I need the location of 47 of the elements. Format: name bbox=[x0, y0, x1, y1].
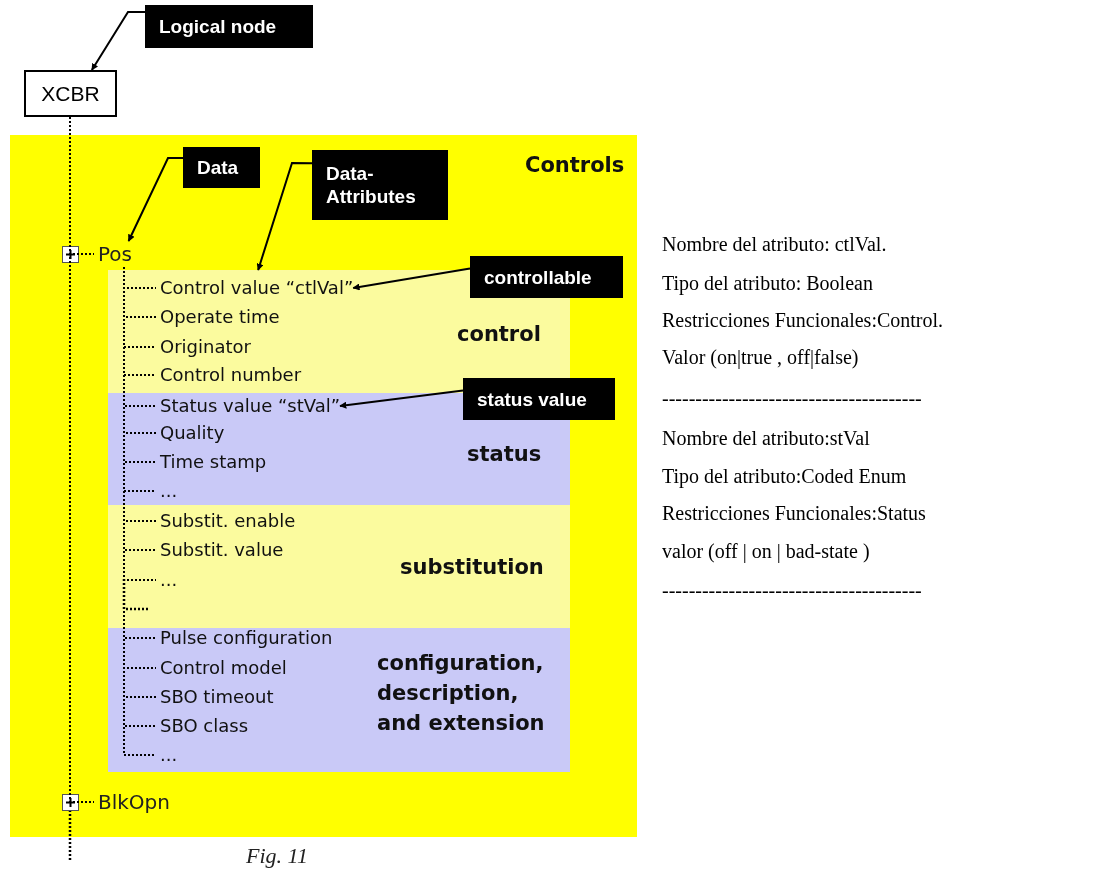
note-text: valor (off | on | bad-state ) bbox=[662, 539, 870, 565]
attribute-group-band bbox=[108, 505, 570, 628]
group-heading: control bbox=[457, 321, 541, 348]
attribute-name: Status value “stVal” bbox=[160, 393, 340, 419]
attribute-name: Control model bbox=[160, 655, 287, 681]
attribute-name: SBO timeout bbox=[160, 684, 274, 710]
leader-arrow bbox=[90, 10, 146, 71]
callout-label: Data-Attributes bbox=[312, 150, 448, 220]
attribute-name: Time stamp bbox=[160, 449, 267, 475]
group-heading: substitution bbox=[400, 554, 544, 581]
note-text: Valor (on|true , off|false) bbox=[662, 345, 859, 371]
callout-label: Logical node bbox=[145, 5, 313, 48]
callout-label: status value bbox=[463, 378, 615, 420]
note-text: Nombre del atributo:stVal bbox=[662, 426, 870, 451]
leader-arrow bbox=[127, 157, 184, 242]
data-object-name: Pos bbox=[98, 241, 132, 267]
leader-arrow bbox=[339, 389, 464, 409]
attribute-name: Originator bbox=[160, 334, 251, 360]
note-text: Restricciones Funcionales:Control. bbox=[662, 308, 944, 333]
attribute-name: SBO class bbox=[160, 713, 249, 739]
group-heading: status bbox=[467, 441, 542, 468]
attribute-name: ... bbox=[160, 742, 178, 768]
callout-label: Data bbox=[183, 147, 260, 188]
leader-arrow bbox=[352, 267, 471, 291]
callout-label: controllable bbox=[470, 256, 623, 298]
attribute-name: Operate time bbox=[160, 304, 280, 330]
attribute-name: Pulse configuration bbox=[160, 625, 333, 651]
note-text: --------------------------------------- bbox=[662, 386, 922, 411]
attribute-name: Substit. value bbox=[160, 537, 284, 563]
group-heading: Controls bbox=[525, 152, 625, 179]
note-text: Nombre del atributo: ctlVal. bbox=[662, 232, 887, 257]
attribute-name: Substit. enable bbox=[160, 508, 296, 534]
logical-node-panel bbox=[10, 135, 637, 837]
attribute-name: ... bbox=[160, 567, 178, 593]
logical-node-box: XCBR bbox=[24, 70, 117, 117]
note-text: --------------------------------------- bbox=[662, 578, 922, 603]
leader-arrow bbox=[256, 162, 313, 271]
note-text: Tipo del atributo: Boolean bbox=[662, 271, 873, 297]
attribute-name: Quality bbox=[160, 420, 225, 446]
attribute-name: ... bbox=[160, 478, 178, 504]
attribute-name: Control value “ctlVal” bbox=[160, 275, 354, 301]
data-object-name: BlkOpn bbox=[98, 789, 170, 815]
attribute-name: Control number bbox=[160, 362, 302, 388]
note-text: Restricciones Funcionales:Status bbox=[662, 501, 926, 526]
note-text: Tipo del atributo:Coded Enum bbox=[662, 464, 907, 490]
attribute-group-band bbox=[108, 628, 570, 772]
group-heading: configuration, description, and extension bbox=[377, 650, 546, 737]
